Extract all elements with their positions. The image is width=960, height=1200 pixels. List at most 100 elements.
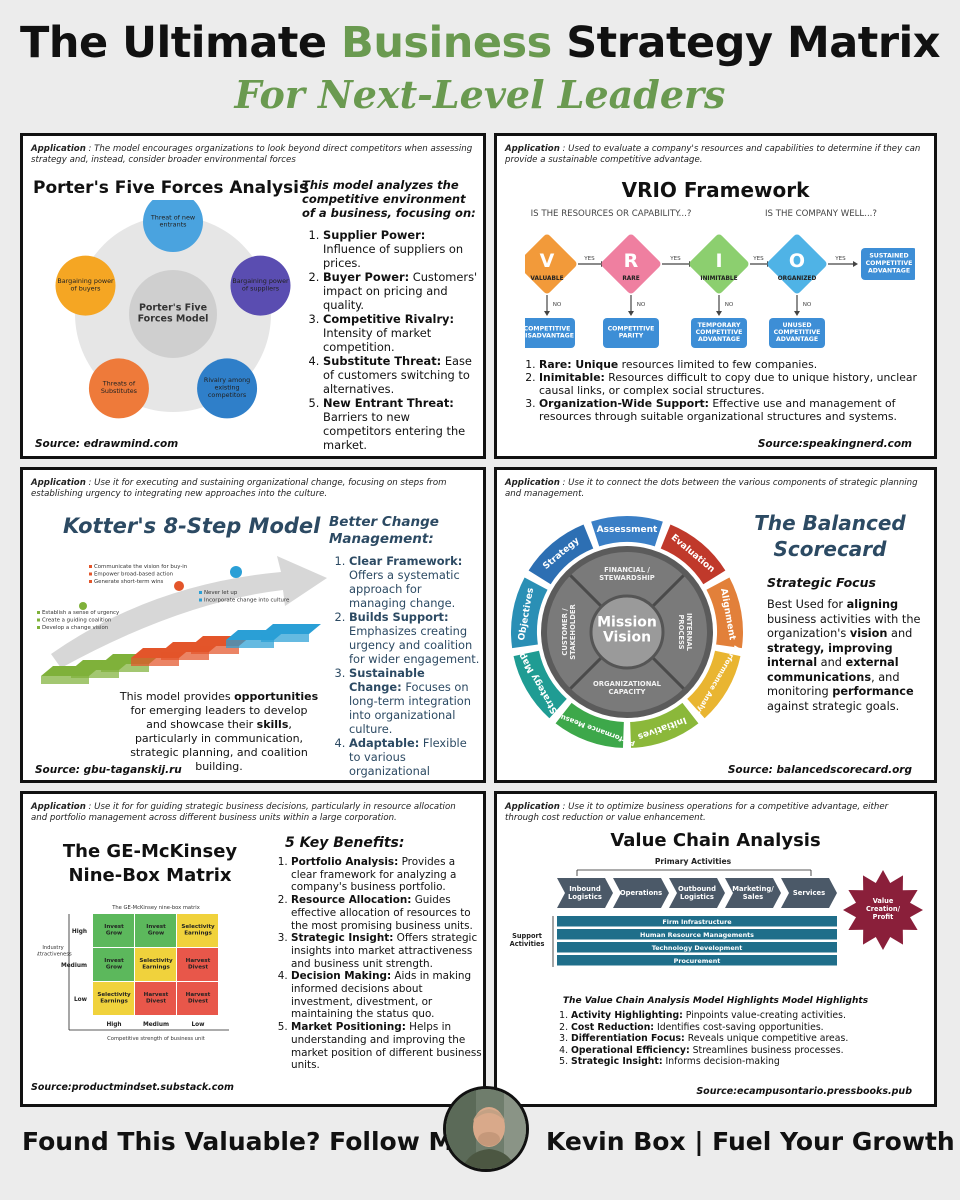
stair-side: [261, 634, 309, 642]
label-line: Mission: [597, 615, 657, 631]
label-line: TEMPORARY: [698, 322, 741, 329]
quadrant-label: INTERNALPROCESS: [677, 613, 693, 652]
growth-arrow: [51, 556, 327, 668]
intro-text: 5 Key Benefits:: [285, 835, 405, 851]
yes-label: YES: [752, 256, 764, 262]
label-line: ADVANTAGE: [868, 267, 910, 274]
vrio-letter: V: [540, 250, 555, 272]
arrow-head: [853, 261, 858, 267]
ring-label: Assessment: [597, 525, 658, 535]
vrio-diamond: [689, 234, 749, 294]
step-label: Empower broad-based action: [94, 572, 173, 578]
application-note: Application : Used to evaluate a company…: [505, 144, 921, 165]
label-line: Grow: [106, 964, 122, 970]
label-line: COMPETITIVE: [608, 325, 655, 332]
step-label: Develop a change vision: [42, 625, 108, 631]
vrio-letter: O: [789, 250, 805, 272]
label-line: DISADVANTAGE: [525, 333, 574, 340]
label-line: Logistics: [680, 893, 714, 901]
label-line: O: [789, 250, 805, 272]
label-line: Primary Activities: [655, 857, 732, 866]
avatar[interactable]: [443, 1086, 529, 1172]
source-text: Source: edrawmind.com: [35, 438, 179, 450]
label-line: Earnings: [142, 964, 170, 970]
stage-dot: [79, 602, 87, 610]
label-line: Invest: [146, 924, 166, 930]
paragraph-fragment: skills: [256, 718, 289, 731]
label-line: COMPETITIVE: [866, 260, 913, 267]
stair-step: [261, 624, 321, 634]
source-text: Source: balancedscorecard.org: [727, 764, 912, 776]
support-activity-label: Human Resource Managements: [640, 931, 754, 939]
question-label: IS THE RESOURCES OR CAPABILITY...?: [531, 209, 692, 219]
arrow-head: [716, 311, 722, 316]
kotter-list: Clear Framework: Offers a systematic app…: [335, 554, 481, 780]
list-item: Resource Allocation: Guides effective al…: [291, 894, 483, 932]
label-line: Technology Development: [652, 944, 743, 952]
label-line: YES: [669, 256, 681, 262]
support-activity-label: Procurement: [674, 957, 721, 965]
paragraph-fragment: and: [817, 656, 846, 669]
label-line: FINANCIAL /: [604, 566, 650, 574]
label-line: Porter's Five: [139, 303, 207, 314]
label-line: Operations: [620, 889, 662, 897]
step-label: Incorporate change into culture: [204, 598, 290, 604]
label-line: Firm Infrastructure: [662, 918, 732, 926]
ring-segment: [630, 702, 699, 748]
list-item: Adaptable: Flexible to various organizat…: [349, 736, 481, 780]
question-label: IS THE COMPANY WELL...?: [765, 209, 877, 219]
primary-activity-label: Operations: [620, 889, 662, 897]
highlights-title: The Value Chain Analysis Model Highlight…: [562, 996, 869, 1006]
header: The Ultimate Business Strategy Matrix Fo…: [0, 10, 960, 118]
bullet-marker: [37, 611, 40, 614]
quadrant-group: CUSTOMER /STAKEHOLDER: [561, 603, 577, 659]
ring-segment: [513, 650, 567, 719]
list-item: Buyer Power: Customers' impact on pricin…: [323, 270, 481, 312]
label-line: STAKEHOLDER: [569, 603, 577, 659]
label-line: YES: [834, 256, 846, 262]
primary-label: Primary Activities: [655, 857, 732, 866]
list-item: Supplier Power: Influence of suppliers o…: [323, 228, 481, 270]
label-line: PROCESS: [677, 614, 685, 649]
label-line: COMPETITIVE: [525, 325, 570, 332]
column-label: High: [106, 1022, 121, 1028]
primary-activity-label: Marketing/Sales: [732, 885, 774, 901]
label-line: YES: [583, 256, 595, 262]
bullet-marker: [89, 572, 92, 576]
label-line: Human Resource Managements: [640, 931, 754, 939]
paragraph-fragment: for emerging leaders to develop and show…: [130, 704, 308, 731]
footer-follow-text: Found This Valuable? Follow Me: [22, 1127, 471, 1156]
step-label: Communicate the vision for buy-in: [94, 564, 187, 570]
arrow-head: [628, 311, 634, 316]
label-line: Threat of new: [150, 213, 195, 221]
balanced-scorecard-wheel: AssessmentEvaluationAlignmentPerformance…: [511, 516, 743, 748]
quadrant-divider: [569, 656, 603, 690]
label-line: COMPETITIVE: [774, 329, 821, 336]
label-line: Rivalry among: [204, 376, 250, 384]
paragraph-fragment: performance: [832, 685, 914, 698]
center-circle: [129, 270, 217, 358]
matrix-cell: [93, 914, 134, 947]
list-item: Competitive Rivalry: Intensity of market…: [323, 312, 481, 354]
quadrant-label: CUSTOMER /STAKEHOLDER: [561, 603, 577, 659]
title-accent: Business: [341, 18, 552, 68]
paragraph-fragment: aligning: [846, 598, 899, 611]
kotter-paragraph: This model provides opportunities for em…: [119, 690, 319, 774]
label-line: Divest: [188, 964, 208, 970]
vrio-list: Rare: Unique resources limited to few co…: [525, 358, 923, 423]
